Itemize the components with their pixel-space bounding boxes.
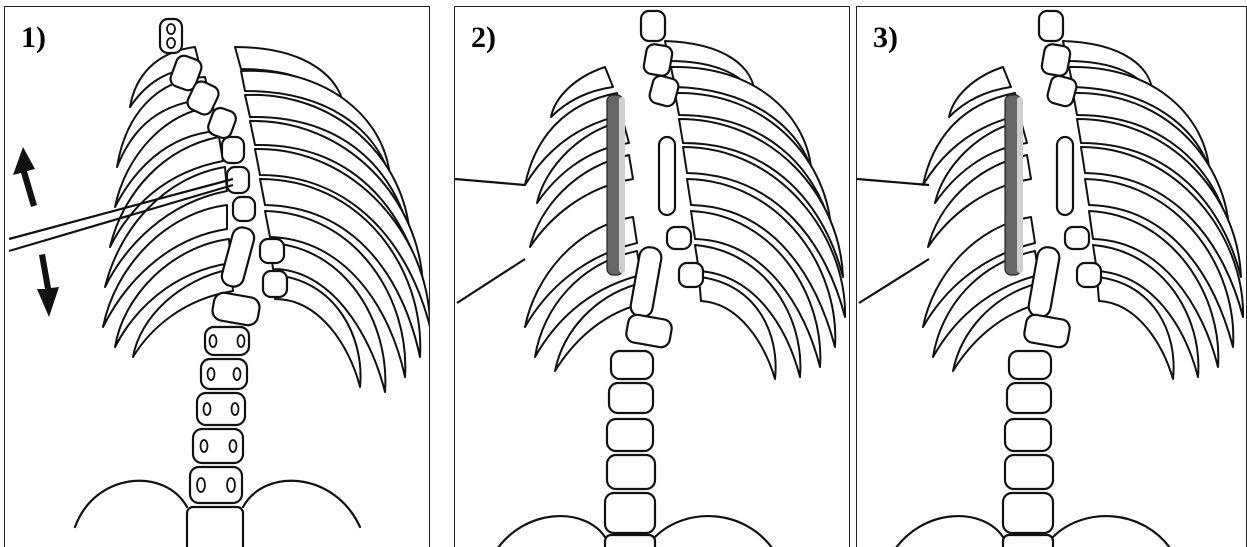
ribs-right	[1063, 41, 1243, 379]
panel-3: 3)	[856, 6, 1247, 547]
pointer-lines	[455, 179, 525, 303]
spinal-rod	[1005, 95, 1023, 275]
up-arrow-icon	[13, 147, 37, 207]
spine-illustration-3	[857, 7, 1247, 547]
panel-1: 1)	[4, 6, 430, 547]
ribs-right	[665, 41, 845, 379]
pointer-lines	[857, 179, 929, 303]
panel-2: 2)	[454, 6, 850, 547]
spinal-rod	[607, 95, 625, 275]
ribs-right	[235, 47, 430, 392]
spine-illustration-2	[455, 7, 850, 547]
spine-illustration-1	[5, 7, 430, 547]
down-arrow-icon	[37, 254, 59, 317]
